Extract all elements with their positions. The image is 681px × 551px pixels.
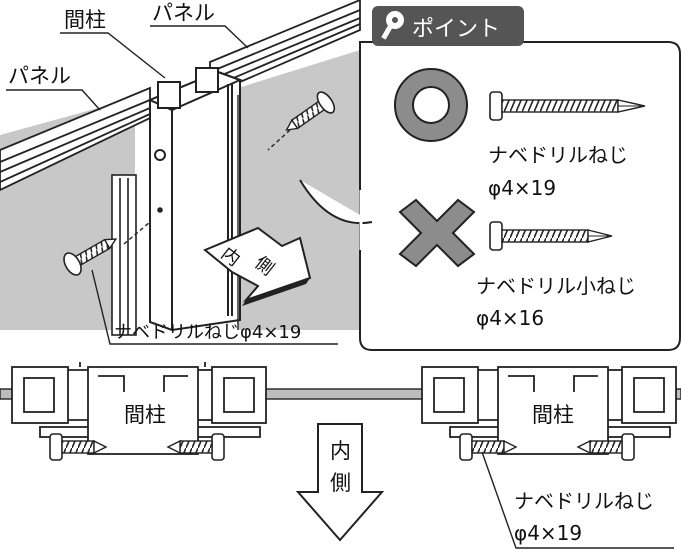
inner-side-arrow-3d: 内 側: [203, 226, 312, 306]
section-left: [11, 362, 267, 455]
good-screw-size: φ4×19: [488, 176, 556, 200]
column-label-top: 間柱: [64, 8, 106, 32]
section-right-screw-right: [576, 433, 635, 461]
circle-ok-icon: [394, 68, 468, 142]
bottom-screw-name: ナベドリルねじ: [514, 489, 654, 513]
bad-screw-illustration: [489, 221, 613, 251]
section-right-screw-left: [459, 433, 518, 461]
callout-screw-label: ナベドリルねじφ4×19: [114, 322, 301, 343]
bottom-screw-size: φ4×19: [514, 521, 582, 545]
column-post: [147, 67, 243, 332]
good-screw-illustration: [489, 91, 646, 121]
bad-screw-name: ナベドリル小ねじ: [476, 274, 636, 298]
cross-ng-icon: [398, 198, 476, 268]
bottom-arrow-char2: 側: [330, 471, 351, 495]
panel-label-top-right: パネル: [152, 1, 215, 25]
bottom-arrow-char1: 内: [330, 439, 351, 463]
cross-section: 間柱 間柱 内 側: [0, 362, 681, 549]
screw-lower-left: [63, 238, 118, 276]
perspective-illustration: 内 側 間柱 パネル パネル ナベドリルねじφ4×19: [0, 0, 361, 345]
bad-screw-size: φ4×16: [476, 306, 544, 330]
panel-label-top-left: パネル: [8, 64, 71, 88]
column-label-right: 間柱: [532, 403, 574, 427]
point-box: ポイント ナベドリルねじ φ4×19 ナベドリル小ねじ φ4×16: [299, 6, 681, 351]
screw-upper-right: [285, 91, 336, 131]
good-screw-name: ナベドリルねじ: [488, 143, 628, 167]
inner-side-arrow-down: 内 側: [295, 423, 385, 542]
column-label-left: 間柱: [124, 403, 166, 427]
point-badge-label: ポイント: [412, 17, 500, 42]
key-icon: [381, 11, 404, 40]
point-badge: [372, 6, 524, 46]
section-left-screw-right: [166, 433, 225, 461]
left-panel-frame: [111, 174, 137, 336]
section-left-screw-left: [49, 433, 108, 461]
section-right: [421, 366, 677, 455]
